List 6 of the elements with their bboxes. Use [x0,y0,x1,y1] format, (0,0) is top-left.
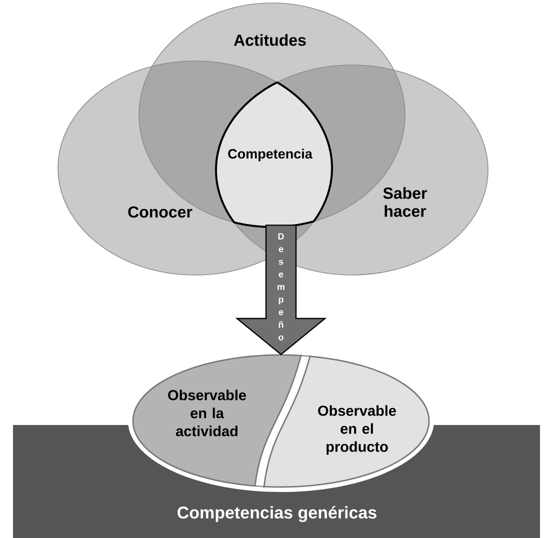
set-label: Conocer [128,206,192,218]
intersection-lens: Competencia [215,81,333,228]
edge-label: Desempeño [278,233,284,340]
set-label: Actitudes [234,34,306,46]
block-arrow [235,224,327,356]
set-label: Saber hacer [383,187,427,217]
